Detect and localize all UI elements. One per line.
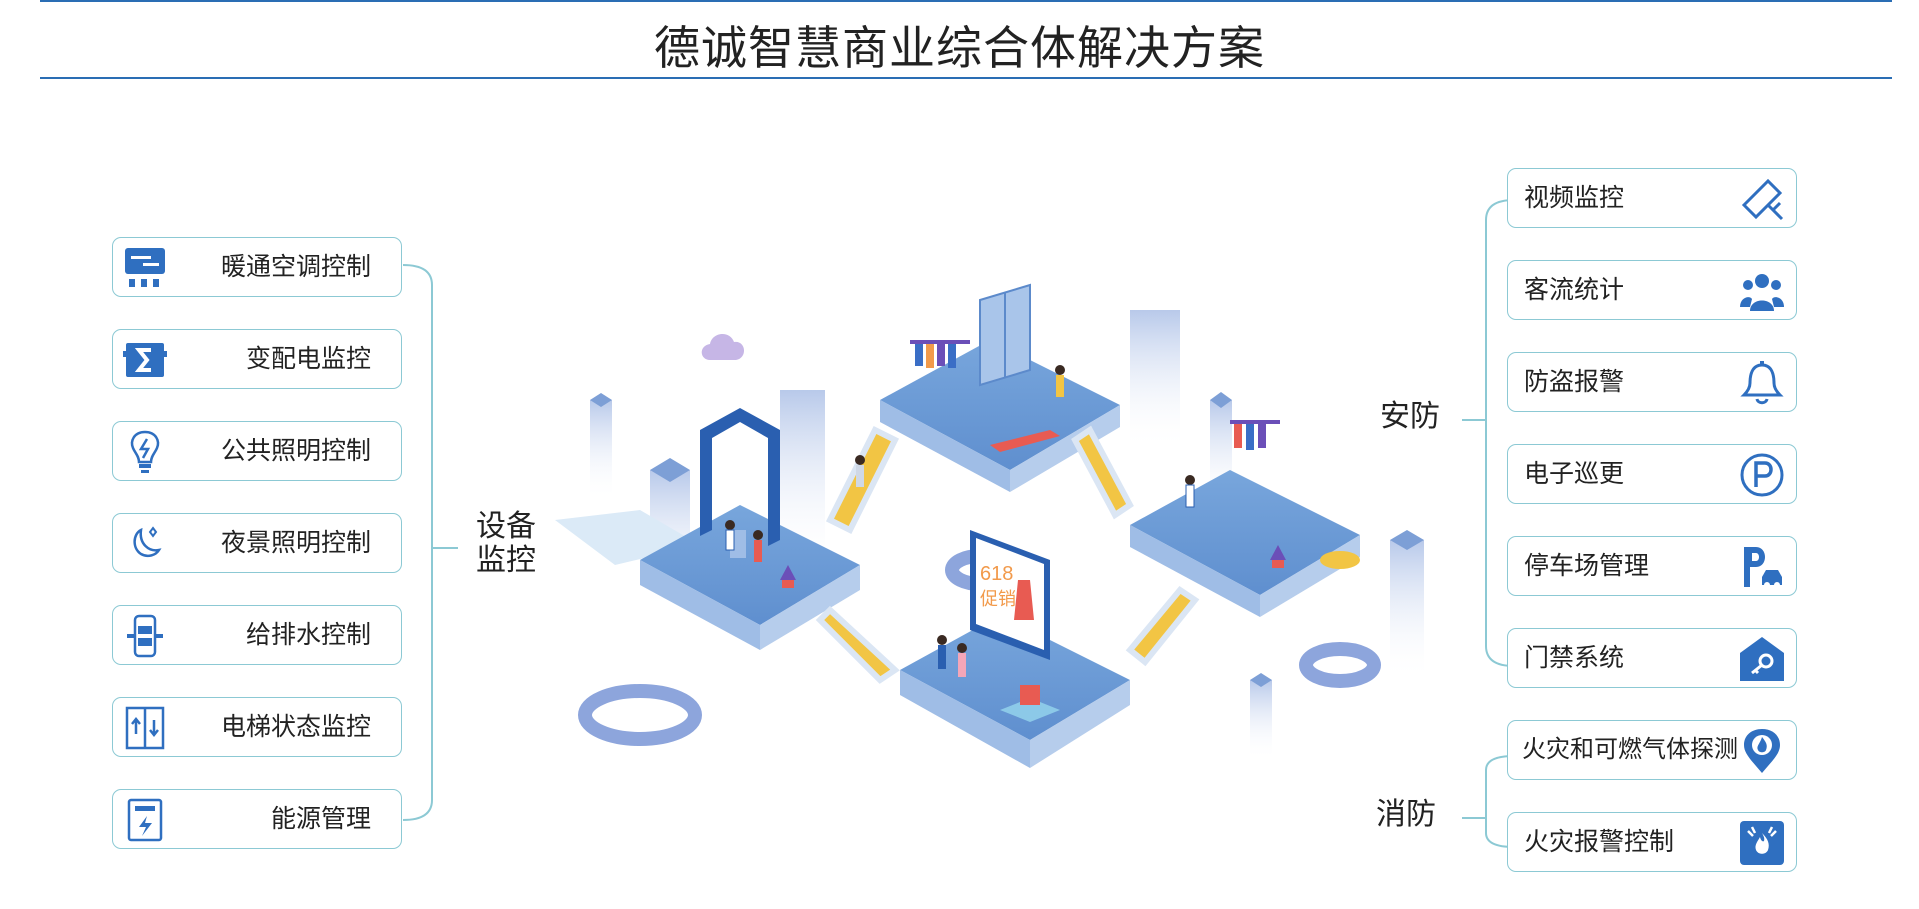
sale-billboard: 618 促销 — [970, 530, 1050, 660]
item-fire-alarm-control[interactable]: 火灾报警控制 — [1507, 812, 1797, 872]
power-distribution-icon — [123, 343, 167, 377]
bench — [990, 430, 1060, 452]
item-fire-gas-detection[interactable]: 火灾和可燃气体探测 — [1507, 720, 1797, 780]
elevator-icon — [125, 706, 165, 750]
light-bulb-icon — [130, 430, 160, 473]
water-valve-icon — [127, 614, 163, 658]
item-video-surveillance[interactable]: 视频监控 — [1507, 168, 1797, 228]
round-table — [1320, 551, 1360, 569]
item-night-lighting[interactable]: 夜景照明控制 — [112, 513, 402, 573]
item-label: 能源管理 — [270, 804, 371, 833]
item-label: 火灾和可燃气体探测 — [1522, 735, 1738, 763]
sale-text: 促销 — [980, 589, 1016, 610]
energy-meter-icon — [127, 798, 163, 842]
item-hvac-control[interactable]: 暖通空调控制 — [112, 237, 402, 297]
item-electronic-patrol[interactable]: 电子巡更 — [1507, 444, 1797, 504]
group-label-fire: 消防 — [1376, 797, 1436, 832]
item-label: 夜景照明控制 — [220, 528, 371, 557]
item-label: 公共照明控制 — [220, 436, 371, 465]
item-passenger-flow[interactable]: 客流统计 — [1507, 260, 1797, 320]
item-water-supply[interactable]: 给排水控制 — [112, 605, 402, 665]
potted-plants — [780, 545, 1286, 588]
parking-icon — [1744, 547, 1782, 588]
camera-icon — [1741, 178, 1784, 221]
patrol-p-icon — [1740, 453, 1784, 497]
hvac-icon — [125, 248, 165, 287]
clothing-racks — [910, 340, 1280, 450]
group-label-security: 安防 — [1380, 399, 1440, 434]
bell-icon — [1740, 361, 1784, 405]
sale-number: 618 — [980, 563, 1013, 585]
item-access-control[interactable]: 门禁系统 — [1507, 628, 1797, 688]
item-parking-management[interactable]: 停车场管理 — [1507, 536, 1797, 596]
shopper-figures — [725, 365, 1195, 677]
mall-illustration: 618 促销 — [555, 283, 1424, 768]
access-key-icon — [1740, 637, 1784, 681]
fire-alarm-icon — [1740, 821, 1784, 865]
item-label: 门禁系统 — [1524, 643, 1625, 672]
item-elevator-status[interactable]: 电梯状态监控 — [112, 697, 402, 757]
people-icon — [1740, 274, 1784, 311]
item-label: 视频监控 — [1524, 183, 1625, 212]
item-label: 暖通空调控制 — [220, 252, 371, 281]
item-public-lighting[interactable]: 公共照明控制 — [112, 421, 402, 481]
title-underline — [40, 77, 1892, 79]
cloud-shape — [701, 333, 745, 360]
moon-star-icon — [133, 526, 162, 558]
elevator-door — [979, 283, 1031, 387]
item-label: 变配电监控 — [245, 344, 371, 373]
item-label: 电子巡更 — [1524, 459, 1625, 488]
item-label: 给排水控制 — [245, 620, 371, 649]
flame-pin-icon — [1744, 729, 1780, 773]
item-label: 防盗报警 — [1524, 367, 1625, 396]
decorative-pillars — [590, 310, 1424, 760]
page-title: 德诚智慧商业综合体解决方案 — [654, 21, 1265, 75]
item-label: 火灾报警控制 — [1524, 827, 1675, 856]
item-label: 客流统计 — [1524, 275, 1625, 304]
top-rule — [40, 0, 1892, 2]
item-burglar-alarm[interactable]: 防盗报警 — [1507, 352, 1797, 412]
display-stand — [1000, 685, 1060, 722]
item-energy-management[interactable]: 能源管理 — [112, 789, 402, 849]
item-power-distribution[interactable]: 变配电监控 — [112, 329, 402, 389]
group-label-equipment: 设备 监控 — [476, 509, 536, 578]
item-label: 电梯状态监控 — [220, 712, 371, 741]
item-label: 停车场管理 — [1524, 551, 1650, 580]
